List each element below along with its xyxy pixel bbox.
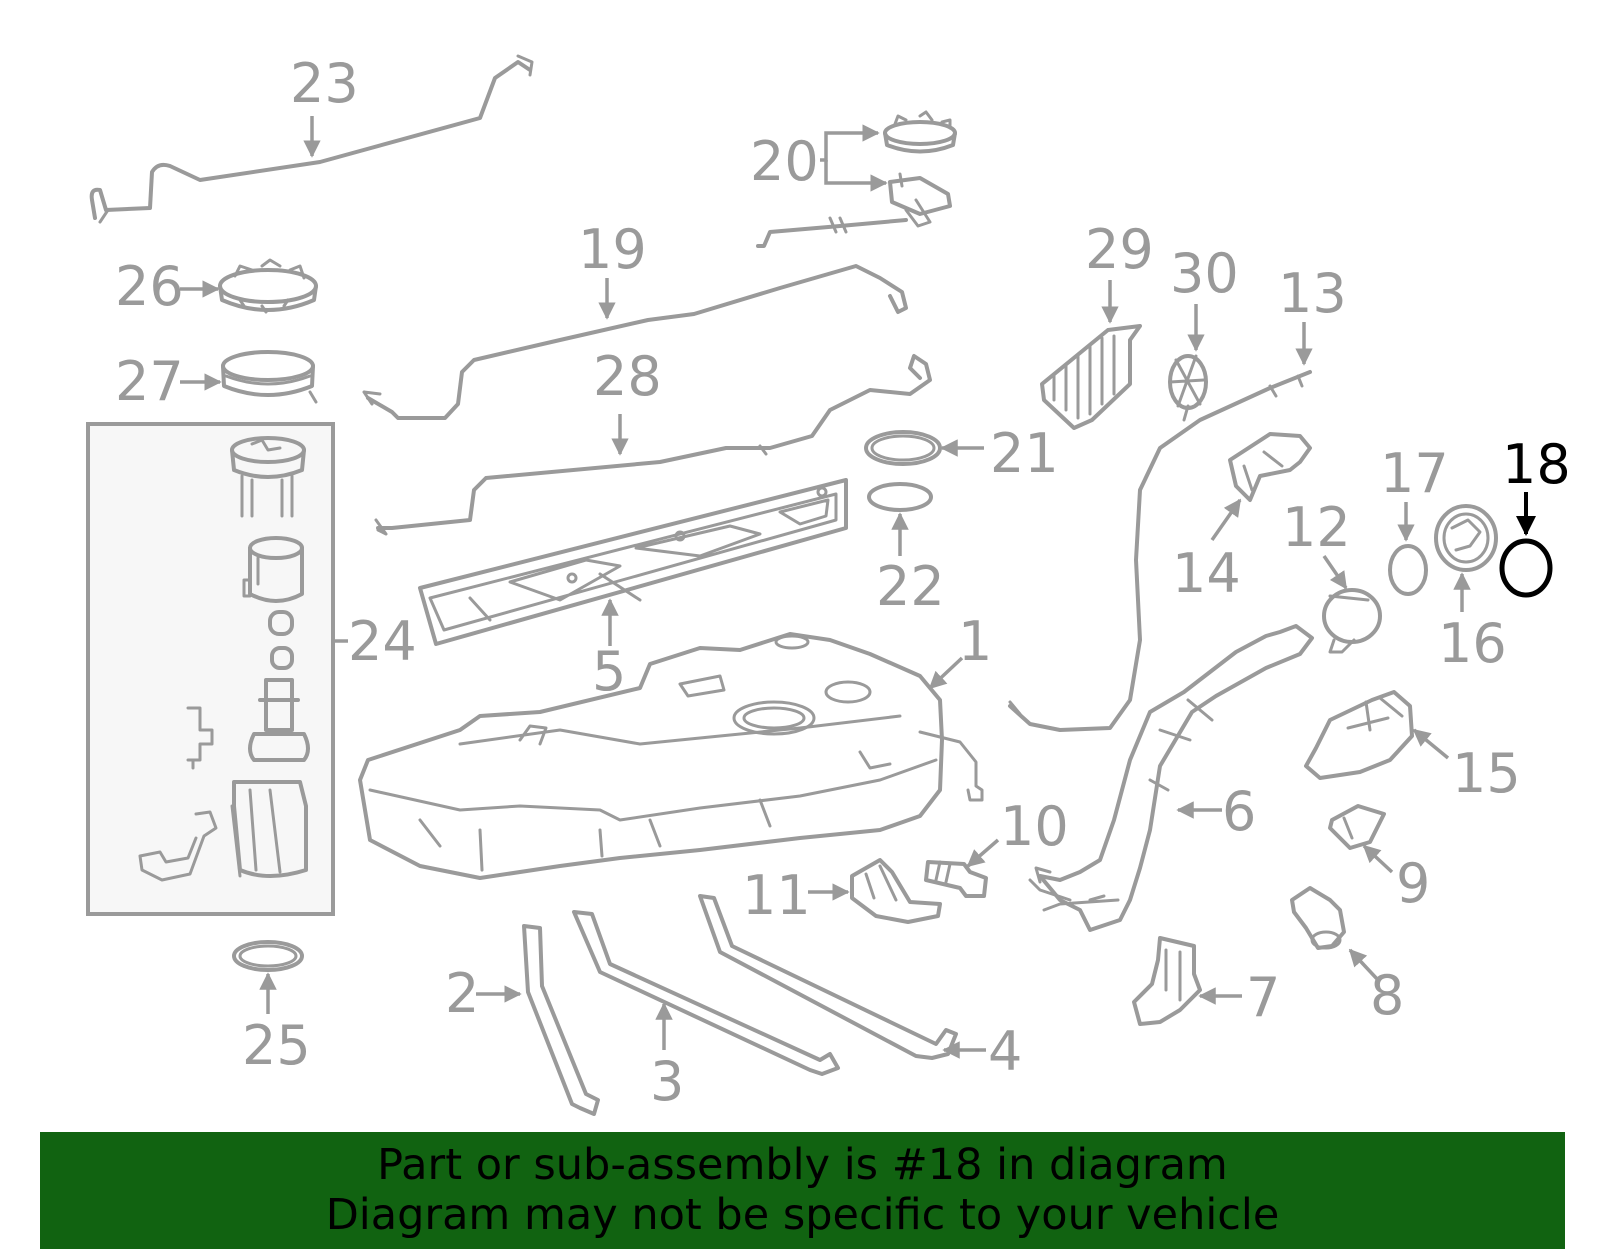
part-9-clip[interactable] [1328, 804, 1386, 850]
part-27-gasket[interactable] [221, 350, 318, 404]
leader-8 [1348, 948, 1380, 982]
part-25-o-ring[interactable] [232, 940, 304, 972]
part-23-fuel-line[interactable] [89, 54, 534, 224]
part-28-fuel-tube[interactable] [374, 354, 932, 536]
part-21-gasket[interactable] [864, 430, 942, 466]
callout-19: 19 [578, 218, 647, 281]
part-18-o-ring[interactable] [1499, 538, 1553, 598]
part-13-vent-tube[interactable] [1008, 370, 1312, 732]
part-7-heat-insulator[interactable] [1132, 936, 1202, 1026]
part-6-filler-pipe[interactable] [1028, 624, 1314, 932]
callout-8: 8 [1370, 964, 1404, 1027]
callout-7: 7 [1246, 966, 1280, 1029]
part-12-fuel-cap[interactable] [1322, 588, 1382, 654]
callout-12: 12 [1282, 496, 1351, 559]
part-14-filler-housing[interactable] [1228, 432, 1312, 502]
part-3-tank-strap[interactable] [572, 910, 840, 1076]
callout-2: 2 [445, 962, 479, 1025]
banner-line-2: Diagram may not be specific to your vehi… [325, 1190, 1280, 1240]
callout-14: 14 [1172, 542, 1241, 605]
callout-20: 20 [750, 130, 819, 193]
callout-6: 6 [1222, 780, 1256, 843]
callout-29: 29 [1085, 218, 1154, 281]
part-11-bracket[interactable] [850, 858, 942, 924]
callout-22: 22 [876, 555, 945, 618]
callout-9: 9 [1396, 852, 1430, 915]
banner-line-1: Part or sub-assembly is #18 in diagram [377, 1140, 1228, 1190]
callout-18: 18 [1502, 433, 1571, 496]
leader-1 [928, 656, 964, 690]
part-24-fuel-pump-module[interactable] [86, 422, 335, 916]
part-8-bracket[interactable] [1290, 886, 1346, 950]
leader-20b [824, 160, 888, 192]
part-17-o-ring[interactable] [1388, 544, 1428, 596]
callout-16: 16 [1438, 612, 1507, 675]
leader-12 [1322, 555, 1348, 590]
callout-21: 21 [990, 422, 1059, 485]
callout-23: 23 [290, 52, 359, 115]
callout-24: 24 [348, 610, 417, 673]
part-29-heat-shield[interactable] [1040, 324, 1142, 430]
callout-1: 1 [958, 610, 992, 673]
part-5-tank-protector[interactable] [418, 478, 848, 646]
callout-3: 3 [650, 1050, 684, 1113]
callout-25: 25 [242, 1014, 311, 1077]
part-10-valve[interactable] [924, 860, 988, 898]
part-20-fuel-gauge-sender[interactable] [756, 110, 957, 248]
callout-28: 28 [593, 345, 662, 408]
part-22-ring[interactable] [867, 482, 933, 512]
leader-14 [1210, 498, 1242, 542]
part-2-tank-strap[interactable] [522, 924, 600, 1116]
callout-27: 27 [115, 350, 184, 413]
leader-9 [1362, 844, 1394, 874]
callout-15: 15 [1452, 742, 1521, 805]
callout-13: 13 [1278, 262, 1347, 325]
callout-30: 30 [1170, 242, 1239, 305]
part-16-filler-door-housing[interactable] [1434, 504, 1498, 572]
part-15-filler-neck-bracket[interactable] [1304, 690, 1414, 780]
callout-11: 11 [742, 864, 811, 927]
part-26-lock-ring[interactable] [218, 258, 318, 314]
callout-4: 4 [988, 1020, 1022, 1083]
part-30-filler-cap-tether[interactable] [1168, 354, 1208, 422]
leader-15 [1412, 728, 1450, 760]
part-4-tank-strap[interactable] [698, 894, 958, 1060]
part-19-fuel-tube[interactable] [362, 264, 908, 420]
leader-10 [966, 838, 1000, 868]
leader-20a [820, 124, 880, 162]
callout-10: 10 [1000, 795, 1069, 858]
callout-17: 17 [1380, 442, 1449, 505]
part-1-fuel-tank[interactable] [358, 632, 984, 880]
info-banner: Part or sub-assembly is #18 in diagram D… [40, 1132, 1565, 1249]
callout-26: 26 [115, 255, 184, 318]
